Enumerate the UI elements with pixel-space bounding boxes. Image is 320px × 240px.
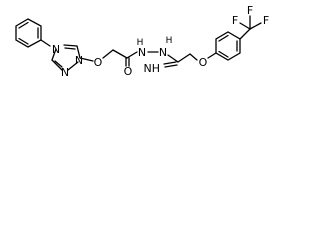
triazole-n4-label: N [75, 54, 83, 67]
ether-o2-label: O [199, 56, 208, 69]
o2-phenyl-bond [207, 52, 217, 59]
ch2-carbonyl-bond [112, 49, 128, 59]
cf3-f3-bond [249, 22, 262, 30]
cf3-f3-label: F [263, 14, 269, 27]
ch2-o2-bond [189, 53, 198, 61]
o1-ch2-bond [102, 49, 114, 59]
hydrazide-h2-label: H [166, 36, 173, 46]
phenyl-ring-right [215, 31, 241, 61]
cf3-f2-bond [239, 22, 251, 30]
phenyl-cf3-bond [239, 28, 251, 40]
hydrazide-h1-label: H [137, 38, 144, 48]
carbonyl-o-label: O [124, 65, 133, 78]
amidine-double-bond-a [163, 61, 177, 65]
triazole-n2-label: N [61, 66, 69, 79]
amidine-ch2-bond [177, 53, 191, 63]
chemical-structure: N N N O O H N N H NH O F F F [15, 4, 269, 79]
hydrazide-nh1-label: N [138, 46, 146, 59]
carbonyl-nh-bond [126, 51, 138, 59]
hydrazide-nh2-label: N [159, 46, 167, 59]
amidine-double-bond-b [164, 64, 178, 68]
triazole-n1-label: N [52, 43, 60, 56]
nh-amidine-bond [167, 54, 179, 63]
triazole-ether-bond [79, 57, 94, 62]
phenyl-ring-left [15, 18, 42, 48]
phenyl-triazole-bond [40, 39, 51, 47]
triazole-ring [51, 44, 81, 71]
cf3-f1-label: F [247, 4, 253, 17]
cf3-f2-label: F [232, 14, 238, 27]
imine-nh-label: NH [144, 62, 161, 75]
ether-o1-label: O [94, 56, 103, 69]
